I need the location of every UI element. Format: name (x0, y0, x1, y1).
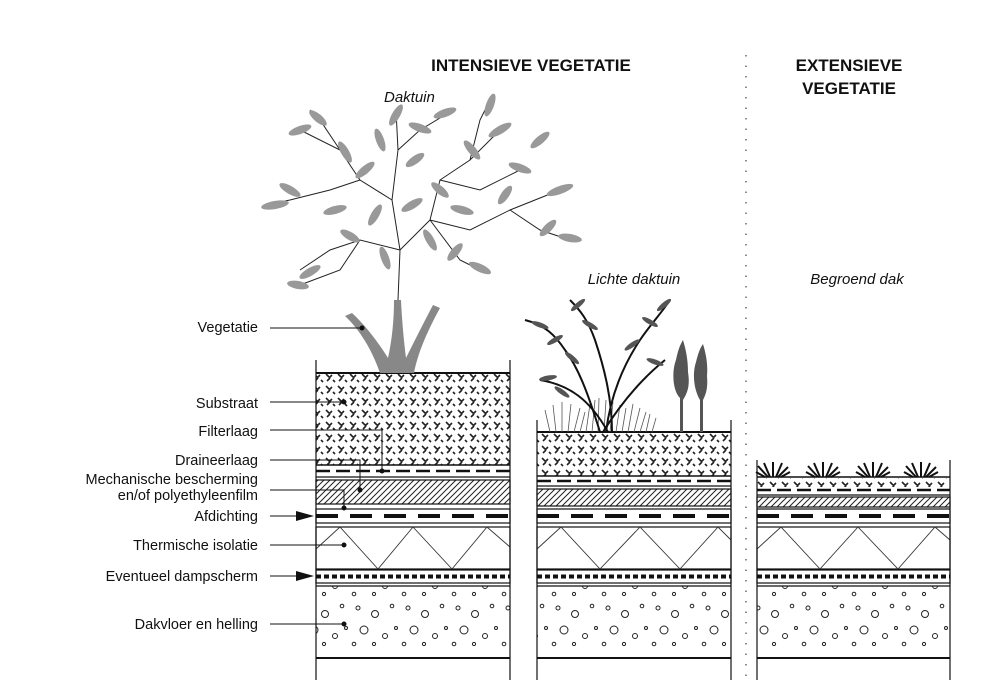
sedum-illustration (755, 462, 939, 478)
subtitle-lichte-daktuin: Lichte daktuin (588, 271, 681, 288)
shrub-illustration (524, 298, 708, 433)
label-mechanische-2: en/of polyethyleenfilm (118, 488, 258, 504)
heading-extensive-1: EXTENSIEVE (796, 56, 903, 75)
heading-extensive-2: VEGETATIE (802, 79, 896, 98)
subtitle-begroend-dak: Begroend dak (810, 271, 905, 288)
label-draineerlaag: Draineerlaag (175, 453, 258, 469)
subtitle-daktuin: Daktuin (384, 89, 435, 106)
label-filterlaag: Filterlaag (198, 424, 258, 440)
label-dakvloer: Dakvloer en helling (135, 617, 258, 633)
label-afdichting: Afdichting (194, 509, 258, 525)
label-thermische: Thermische isolatie (133, 538, 258, 554)
heading-intensive: INTENSIEVE VEGETATIE (431, 56, 631, 75)
label-vegetatie: Vegetatie (198, 320, 258, 336)
layer-labels: Vegetatie Substraat Filterlaag Draineerl… (86, 320, 385, 633)
label-mechanische-1: Mechanische bescherming (86, 472, 258, 488)
column-lichte-daktuin (536, 420, 732, 680)
column-begroend-dak (756, 460, 951, 680)
label-dampscherm: Eventueel dampscherm (106, 569, 258, 585)
tree-illustration (261, 93, 582, 373)
label-substraat: Substraat (196, 396, 258, 412)
column-daktuin (315, 360, 511, 680)
